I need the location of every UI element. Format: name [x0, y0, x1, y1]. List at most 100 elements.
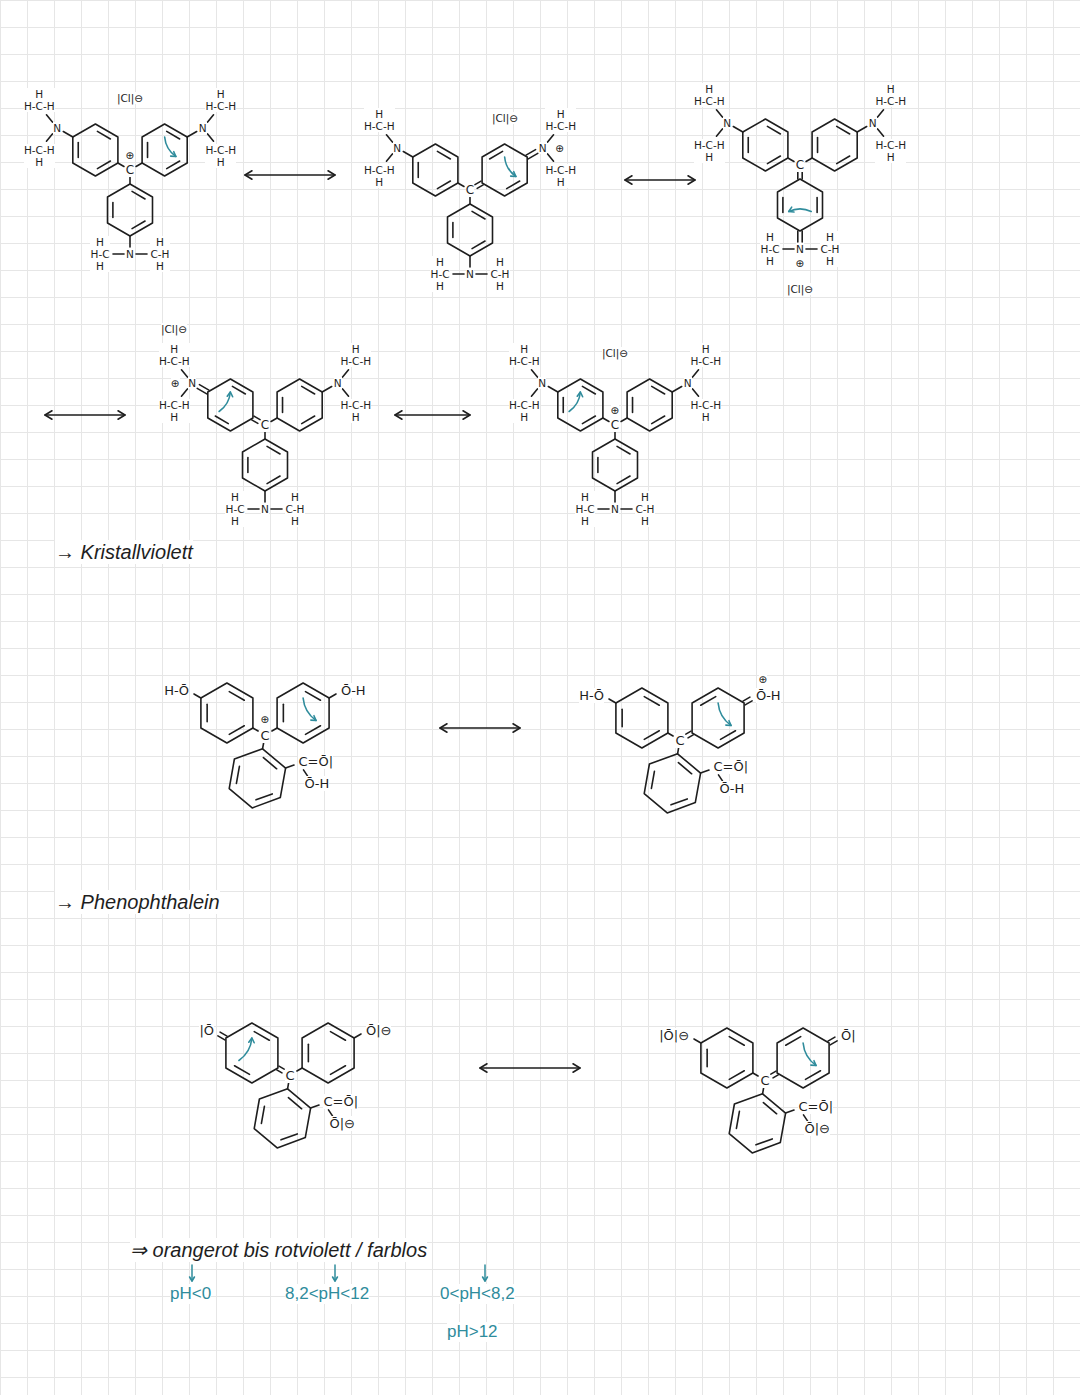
benzene-ring — [142, 124, 187, 176]
ring-double-bond — [678, 763, 691, 774]
ring-double-bond — [206, 704, 208, 721]
benzene-ring — [229, 749, 285, 808]
bond-line — [621, 418, 627, 422]
oxygen-group: Ō|⊖ — [366, 1023, 392, 1038]
ring-double-bond — [305, 726, 320, 735]
methyl-group: H H‑C‑H — [24, 88, 55, 112]
benzene-ring — [644, 754, 700, 813]
ring-double-bond — [263, 758, 276, 769]
arrow-head — [45, 411, 52, 419]
ring-double-bond — [472, 241, 485, 249]
bond-line — [857, 127, 867, 133]
arrow-head — [789, 207, 794, 212]
nitrogen-atom: N — [538, 377, 546, 389]
oxygen-group: |Ō|⊖ — [659, 1028, 689, 1043]
ring-double-bond — [582, 386, 595, 394]
methyl-group: H H‑C‑H — [364, 108, 395, 132]
bond-line — [621, 508, 632, 510]
ring-double-bond — [232, 386, 245, 394]
ring-double-bond — [472, 211, 485, 219]
double-bond — [828, 1037, 835, 1041]
bond-line — [786, 1110, 794, 1113]
counter-ion: |Cl|⊖ — [602, 347, 628, 359]
double-bond — [830, 1041, 837, 1045]
ring-double-bond — [267, 446, 280, 454]
ring-double-bond — [644, 731, 659, 740]
oxygen-group: Ō-H — [756, 688, 781, 703]
ring-double-bond — [621, 709, 623, 726]
ring-double-bond — [452, 222, 454, 237]
bond-line — [248, 508, 259, 510]
ring-double-bond — [597, 457, 599, 472]
bond-line — [194, 694, 201, 698]
nitrogen-atom: N — [466, 268, 474, 280]
ring-double-bond — [747, 137, 749, 152]
ph-range: 8,2<pH<12 — [285, 1284, 369, 1304]
bond-line — [806, 248, 817, 250]
electron-arrow — [165, 137, 176, 157]
benzene-ring — [616, 688, 668, 748]
carboxyl-group: C=Ō| — [298, 754, 333, 769]
ring-double-bond — [330, 1066, 345, 1075]
arrow-head — [483, 1277, 488, 1281]
bond-line — [469, 197, 471, 204]
double-bond — [743, 697, 750, 701]
bond-line — [693, 370, 699, 377]
charge: ⊕ — [796, 257, 805, 269]
bond-line — [386, 154, 392, 161]
benzene-ring — [277, 683, 329, 743]
bond-line — [208, 115, 214, 122]
ring-double-bond — [837, 156, 850, 164]
bond-line — [136, 163, 142, 167]
ring-double-bond — [281, 1134, 297, 1140]
bond-line — [288, 1083, 289, 1089]
ring-double-bond — [330, 1032, 345, 1041]
ph-range: 0<pH<8,2 — [440, 1284, 515, 1304]
charge: ⊕ — [759, 673, 768, 685]
ring-double-bond — [417, 162, 419, 177]
ring-double-bond — [254, 1032, 269, 1041]
ring-double-bond — [767, 126, 780, 134]
charge: ⊕ — [261, 713, 270, 725]
double-bond — [477, 185, 483, 189]
bond-line — [329, 694, 336, 698]
bond-line — [253, 728, 258, 731]
methyl-group: H H‑C‑H — [694, 83, 725, 107]
bond-line — [548, 154, 554, 161]
ring-double-bond — [763, 1103, 776, 1114]
double-bond — [688, 735, 693, 738]
methyl-group: H H‑C H — [575, 491, 594, 527]
bond-line — [701, 770, 709, 773]
ring-double-bond — [837, 126, 850, 134]
counter-ion: |Cl|⊖ — [787, 283, 813, 295]
methyl-group: H C‑H H — [150, 236, 169, 272]
benzene-ring — [593, 439, 638, 491]
carboxyl-group: C=Ō| — [323, 1094, 358, 1109]
ring-double-bond — [651, 771, 654, 788]
methyl-group: H‑C‑H H — [24, 144, 55, 168]
bond-line — [263, 743, 264, 749]
carboxyl-oxygen: Ō-H — [304, 776, 329, 791]
bond-line — [614, 432, 616, 439]
double-bond — [218, 1036, 225, 1040]
oxygen-group: |Ō — [199, 1023, 214, 1038]
methyl-group: H H‑C H — [430, 256, 449, 292]
bond-line — [753, 1073, 758, 1076]
methyl-group: H H‑C‑H — [340, 343, 371, 367]
methyl-group: H H‑C‑H — [690, 343, 721, 367]
central-carbon: C — [260, 728, 269, 743]
benzene-ring — [729, 1094, 785, 1153]
arrow-head — [328, 171, 335, 179]
ring-double-bond — [782, 197, 784, 212]
double-bond — [475, 181, 481, 185]
ring-double-bond — [786, 1037, 801, 1046]
oxygen-group: Ō| — [841, 1028, 856, 1043]
bond-line — [678, 748, 679, 754]
ring-double-bond — [736, 1111, 739, 1128]
double-bond — [279, 1066, 284, 1069]
ring-double-bond — [507, 181, 520, 189]
ring-double-bond — [229, 726, 244, 735]
arrow-head — [245, 171, 252, 179]
benzene-ring — [777, 1028, 829, 1088]
benzene-ring — [201, 683, 253, 743]
